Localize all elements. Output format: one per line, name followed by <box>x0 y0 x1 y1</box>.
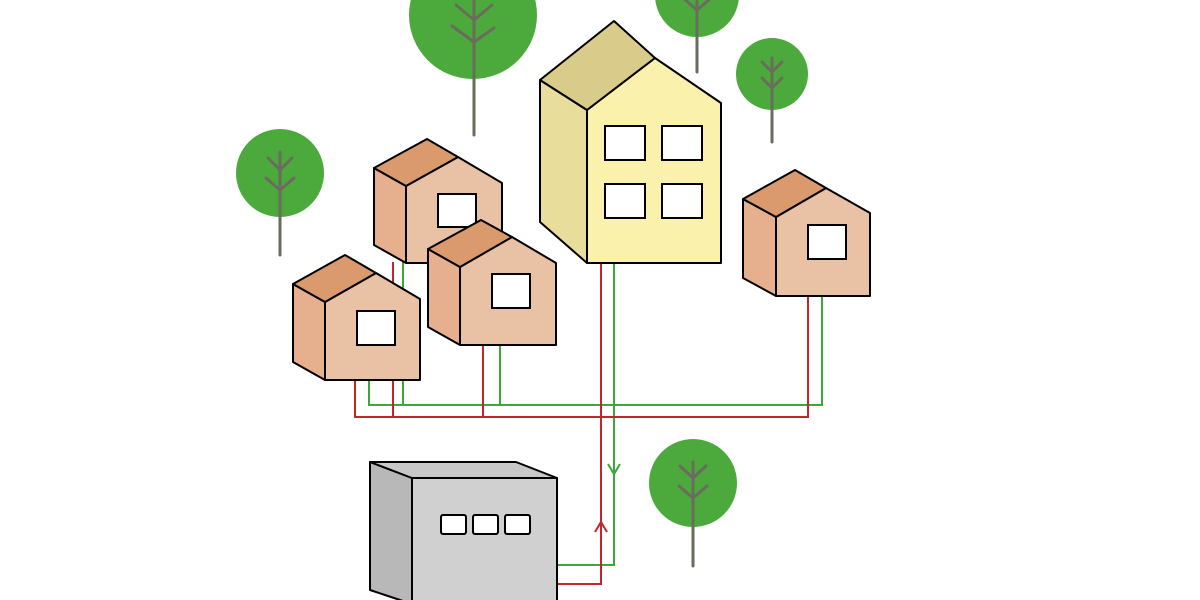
small-house-right <box>742 169 871 297</box>
plant-panel <box>472 514 499 535</box>
tree-bottom <box>649 439 737 568</box>
apartment-building <box>539 20 722 264</box>
window <box>491 273 531 309</box>
tree-top-center <box>409 0 537 137</box>
window <box>604 183 646 219</box>
tree-right <box>736 38 808 144</box>
small-house-front-left <box>292 254 421 381</box>
small-house-back <box>373 138 503 264</box>
window <box>356 310 396 346</box>
tree-left <box>236 129 324 257</box>
tree-top-right <box>655 0 739 74</box>
window <box>437 193 477 228</box>
heating-plant <box>369 461 558 600</box>
window <box>661 183 703 219</box>
window <box>661 125 703 161</box>
plant-panel <box>440 514 467 535</box>
window <box>807 224 847 260</box>
window <box>604 125 646 161</box>
plant-panel <box>504 514 531 535</box>
small-house-middle <box>427 219 557 346</box>
